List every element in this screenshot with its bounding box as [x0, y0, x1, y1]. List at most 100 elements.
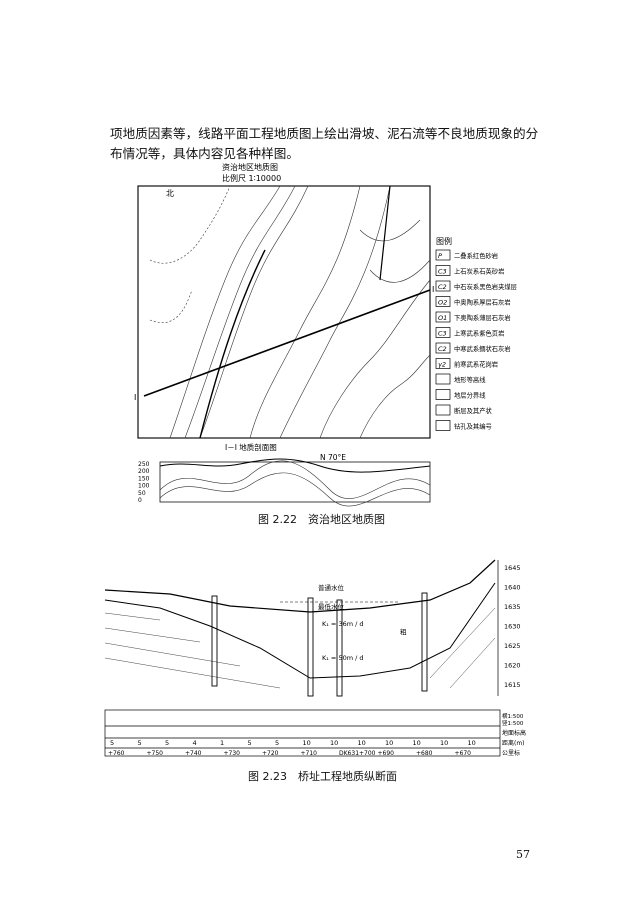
distance-cell: 10 [413, 739, 421, 747]
km-cell: +730 [224, 750, 241, 757]
legend-symbol: C3 [438, 330, 447, 338]
boreholes [211, 592, 428, 697]
section-y-tick: 100 [138, 483, 150, 490]
map-title: 资治地区地质图 [222, 162, 278, 172]
section-y-tick: 50 [138, 490, 146, 497]
elevation-tick: 1635 [504, 603, 521, 611]
km-cell: +670 [455, 750, 472, 757]
fault-line [199, 249, 266, 439]
contour-lines [149, 185, 431, 439]
legend-swatch [435, 249, 451, 261]
distance-cell: 10 [330, 739, 338, 747]
legend-symbol: O2 [438, 299, 447, 307]
row-label-ground: 地面标高 [502, 729, 526, 737]
legend-swatch [435, 280, 451, 292]
section-y-tick: 250 [138, 461, 150, 468]
bridge-profile-figure: 普通水位 最低水位 K₁ = 36m / d K₁ = 50m / d 粗 16… [104, 559, 526, 757]
distance-cell: 5 [248, 739, 252, 747]
distance-cell: 10 [303, 739, 311, 747]
profile-table [104, 709, 501, 757]
distance-cell: 5 [138, 739, 142, 747]
annotation-normal-water: 普通水位 [318, 583, 345, 592]
legend-label: 地形等高线 [454, 375, 486, 384]
figure-2-22-caption: 图 2.22 资治地区地质图 [258, 513, 385, 526]
distance-cell: 10 [468, 739, 476, 747]
scale-label-h: 横1:500 [502, 712, 524, 720]
section-y-tick: 0 [138, 497, 142, 504]
distance-cell: 5 [275, 739, 279, 747]
distance-cell: 4 [193, 739, 197, 747]
section-frame [159, 461, 431, 503]
legend-swatch [435, 420, 451, 431]
km-cell: +740 [185, 750, 202, 757]
legend-swatch [435, 404, 451, 416]
section-y-tick: 200 [138, 468, 150, 475]
legend-symbol: γ2 [438, 361, 446, 369]
legend-swatch [435, 358, 451, 369]
distance-cell: 5 [165, 739, 169, 747]
legend-label: 上寒武系紫色页岩 [454, 329, 504, 338]
legend-label: 中寒武系鲕状石灰岩 [454, 344, 511, 353]
page-number: 57 [516, 848, 530, 861]
elevation-tick: 1625 [504, 642, 521, 650]
body-paragraph: 项地质因素等，线路平面工程地质图上绘出滑坡、泥石流等不良地质现象的分布情况等，具… [110, 126, 539, 161]
annotation-low-water: 最低水位 [318, 602, 345, 611]
section-title: I－I 地质剖面图 [225, 442, 277, 452]
distance-cell: 1 [220, 739, 224, 747]
scale-label-v: 竖1:500 [502, 719, 524, 727]
row-label-distance: 距离(m) [502, 739, 525, 747]
section-folds [159, 460, 431, 507]
section-y-tick: 150 [138, 475, 150, 482]
legend-swatch [435, 342, 451, 354]
north-arrow: 北 [166, 189, 174, 198]
fault-line-2 [379, 185, 391, 281]
bedrock-hatch [104, 607, 496, 689]
section-direction: N 70°E [320, 453, 346, 462]
legend-label: 前寒武系花岗岩 [454, 360, 498, 369]
legend-swatch [435, 311, 451, 323]
map-scale: 比例尺 1∶10000 [222, 173, 281, 183]
legend-label: 下奥陶系薄层石灰岩 [454, 313, 511, 322]
legend-label: 上石炭系石英砂岩 [454, 267, 504, 276]
distance-cell: 10 [440, 739, 448, 747]
bedrock-surface [104, 582, 496, 679]
row-label-km: 公里标 [502, 749, 520, 757]
section-line [143, 289, 431, 397]
km-cell: +750 [147, 750, 164, 757]
figure-2-23-caption: 图 2.23 桥址工程地质纵断面 [248, 770, 397, 783]
legend-swatch [435, 296, 451, 307]
elevation-tick: 1640 [504, 584, 521, 592]
elevation-tick: 1630 [504, 623, 521, 631]
legend-symbol: C2 [438, 345, 447, 353]
annotation-k1-50: K₁ = 50m / d [322, 654, 364, 662]
km-cell: +720 [262, 750, 279, 757]
legend-symbol: P [438, 252, 442, 260]
legend-symbol: C2 [438, 283, 447, 291]
map-frame [137, 185, 431, 439]
elevation-tick: 1615 [504, 681, 521, 689]
km-cell: DK631+700 [339, 750, 376, 757]
legend-label: 钻孔及其编号 [454, 422, 492, 431]
legend-swatch [435, 327, 451, 338]
distance-cell: 10 [385, 739, 393, 747]
legend-swatch [435, 373, 451, 385]
legend-symbol: O1 [438, 314, 447, 322]
ground-surface [104, 559, 496, 613]
km-cell: +680 [416, 750, 433, 757]
legend-symbol: C3 [438, 268, 447, 276]
legend-label: 中石炭系黑色岩夹煤层 [454, 282, 517, 291]
annotation-coarse: 粗 [400, 627, 407, 636]
legend-label: 中奥陶系厚层石灰岩 [454, 298, 511, 307]
legend-swatch [435, 265, 451, 276]
distance-cell: 10 [358, 739, 366, 747]
legend-swatch [435, 389, 451, 400]
km-cell: +710 [301, 750, 318, 757]
distance-cell: 5 [110, 739, 114, 747]
section-ground [159, 458, 431, 473]
annotation-k1-36: K₁ = 36m / d [322, 620, 364, 628]
legend: P 二叠系红色砂岩 C3 上石炭系石英砂岩 C2 中石炭系黑色岩夹煤层 O2 中奥陶系厚层石灰… [435, 249, 517, 431]
legend-label: 二叠系红色砂岩 [454, 251, 498, 260]
